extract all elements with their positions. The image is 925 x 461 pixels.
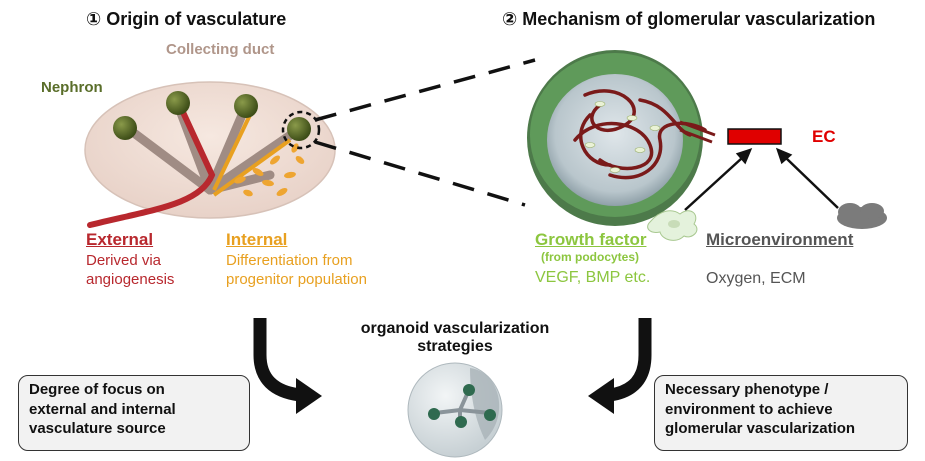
- nephron-glomerulus: [166, 91, 190, 115]
- label-collecting-duct: Collecting duct: [166, 41, 275, 58]
- microenvironment-examples: Oxygen, ECM: [706, 270, 806, 287]
- zoom-lines: [314, 58, 536, 207]
- arrow-head: [296, 378, 322, 414]
- phenotype-box-line-2: environment to achieve: [665, 400, 833, 418]
- organoid-icon: [407, 362, 503, 458]
- internal-desc-line-2: progenitor population: [226, 271, 367, 288]
- center-label-line-1: organoid vascularization: [360, 320, 550, 337]
- label-from-podocytes: (from podocytes): [541, 250, 640, 264]
- focus-box: Degree of focus on external and internal…: [18, 375, 250, 451]
- internal-desc-line-1: Differentiation from: [226, 252, 353, 269]
- nephron-glomerulus: [234, 94, 258, 118]
- phenotype-box-line-1: Necessary phenotype /: [665, 381, 829, 398]
- glomerulus-icon: [527, 50, 716, 226]
- center-label-line-2: strategies: [417, 338, 493, 356]
- growth-factor-examples: VEGF, BMP etc.: [535, 269, 651, 286]
- label-ec: EC: [812, 127, 836, 146]
- label-internal: Internal: [226, 230, 288, 249]
- center-label: organoid vascularization strategies: [355, 320, 555, 357]
- external-desc-line-1: Derived via: [86, 252, 162, 269]
- curved-arrow-icon: [253, 318, 302, 402]
- curved-arrow-icon: [608, 318, 652, 402]
- organoid-body: [84, 81, 336, 219]
- external-desc-line-2: angiogenesis: [86, 271, 175, 288]
- heading-origin: ① Origin of vasculature: [86, 9, 287, 29]
- podocyte-cell-icon: [647, 210, 698, 241]
- nephron-glomerulus: [113, 116, 137, 140]
- focus-box-line-3: vasculature source: [29, 420, 166, 437]
- focus-box-line-2: external and internal: [29, 400, 176, 418]
- label-microenvironment: Microenvironment: [706, 230, 854, 249]
- internal-vessels: [212, 114, 292, 197]
- zoom-circle: [281, 110, 321, 150]
- focus-box-line-1: Degree of focus on: [29, 381, 165, 398]
- phenotype-box-line-3: glomerular vascularization: [665, 420, 856, 437]
- cloud-icon: [837, 203, 887, 229]
- label-nephron: Nephron: [41, 79, 103, 96]
- phenotype-box: Necessary phenotype / environment to ach…: [654, 375, 908, 451]
- nephron-illustration: [84, 81, 336, 228]
- endothelial-cell-icon: [727, 128, 782, 145]
- signal-arrows: [684, 147, 839, 211]
- collecting-duct-tree: [125, 100, 300, 195]
- label-external: External: [86, 230, 154, 249]
- heading-mechanism: ② Mechanism of glomerular vascularizatio…: [502, 9, 876, 29]
- arrow-head: [588, 378, 614, 414]
- external-vessel: [87, 107, 216, 228]
- nephron-glomerulus: [287, 117, 311, 141]
- label-growth-factor: Growth factor: [535, 230, 647, 249]
